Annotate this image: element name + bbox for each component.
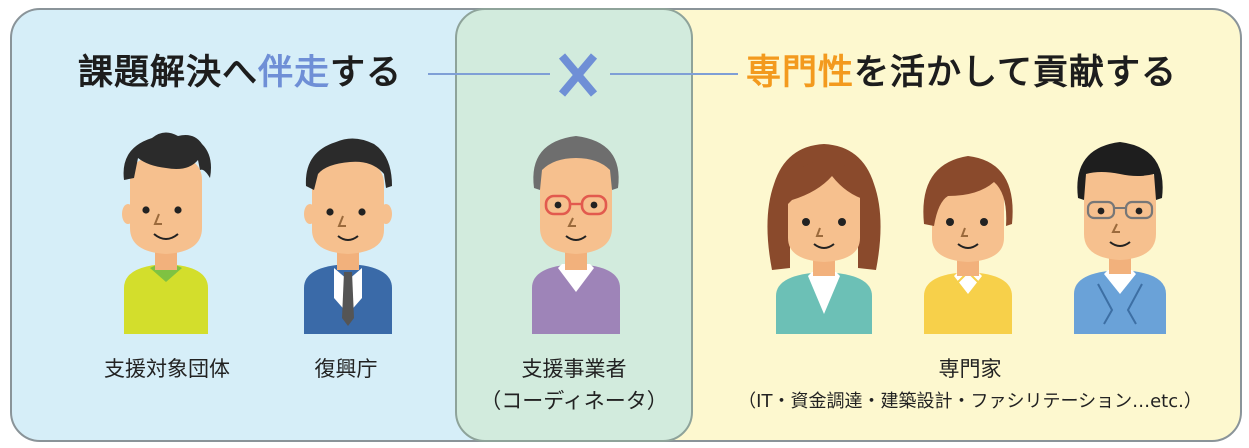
- headline-left-text: 課題解決へ: [78, 53, 259, 93]
- headline-accompany: 課題解決へ伴走する: [78, 53, 402, 93]
- headline-contribute: 専門性を活かして貢献する: [746, 53, 1177, 93]
- caption-expert-fields: （IT・資金調達・建築設計・ファシリテーション…etc.）: [738, 391, 1202, 412]
- expert-woman-2-icon: [923, 156, 1013, 334]
- headline-right-text: を活かして貢献する: [854, 53, 1177, 93]
- headline-right-highlight: 専門性: [746, 53, 855, 93]
- caption-support-target-organization: 支援対象団体: [104, 357, 230, 381]
- caption-experts: 専門家: [938, 357, 1002, 381]
- headline-left-suffix: する: [330, 53, 403, 93]
- caption-coordinator: （コーディネータ）: [480, 389, 668, 413]
- caption-reconstruction-agency: 復興庁: [314, 357, 378, 381]
- caption-support-provider: 支援事業者: [521, 357, 627, 381]
- headline-left-highlight: 伴走: [258, 53, 331, 93]
- organization-member-icon: [122, 132, 211, 334]
- agency-staff-icon: [304, 138, 392, 334]
- connector-line-left: [428, 73, 550, 75]
- expert-woman-1-icon: [767, 144, 881, 334]
- expert-man-icon: [1074, 142, 1166, 334]
- coordinator-icon: [532, 136, 620, 334]
- cross-icon: [558, 53, 598, 97]
- connector-line-right: [610, 73, 738, 75]
